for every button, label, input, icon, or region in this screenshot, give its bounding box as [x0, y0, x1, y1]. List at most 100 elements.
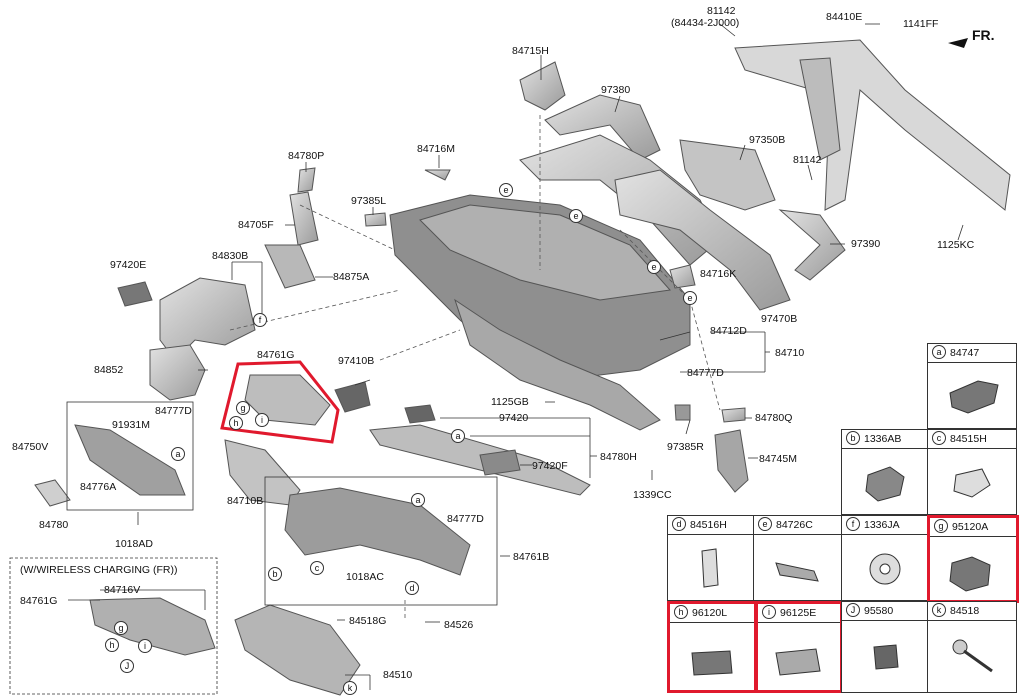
legend-letter: k — [932, 603, 946, 618]
label-84777d-right: 84777D — [687, 367, 724, 379]
legend-cell-f: f 1336JA — [841, 515, 929, 601]
label-1018ad: 1018AD — [115, 538, 153, 550]
label-97410b: 97410B — [338, 355, 375, 367]
label-84780p: 84780P — [288, 150, 325, 162]
wireless-charging-note: (W/WIRELESS CHARGING (FR)) — [20, 564, 178, 576]
legend-part-number: 95580 — [864, 605, 894, 617]
label-84780q: 84780Q — [755, 412, 793, 424]
label-1018ac: 1018AC — [346, 571, 384, 583]
label-84761g-wireless: 84761G — [20, 595, 58, 607]
legend-cell-i-highlighted: i 96125E — [755, 601, 843, 693]
callout-a-mid: a — [451, 429, 465, 443]
legend-cell-d: d 84516H — [667, 515, 755, 601]
legend-part-number: 84515H — [950, 433, 987, 445]
legend-letter: b — [846, 431, 860, 446]
label-1141ff: 1141FF — [903, 18, 939, 30]
legend-letter: g — [934, 519, 948, 534]
legend-letter: J — [846, 603, 860, 618]
callout-g: g — [236, 401, 250, 415]
callout-h-wireless: h — [105, 638, 119, 652]
label-91931m: 91931M — [112, 419, 150, 431]
callout-h: h — [229, 416, 243, 430]
callout-d: d — [405, 581, 419, 595]
label-97420e: 97420E — [110, 259, 147, 271]
legend-letter: i — [762, 605, 776, 620]
callout-e-3: e — [647, 260, 661, 274]
legend-cell-e: e 84726C — [753, 515, 843, 601]
legend-part-number: 84726C — [776, 519, 813, 531]
label-84712d: 84712D — [710, 325, 747, 337]
label-84777d-bottom: 84777D — [447, 513, 484, 525]
label-97420f: 97420F — [532, 460, 568, 472]
label-84710b: 84710B — [227, 495, 264, 507]
label-84518g: 84518G — [349, 615, 387, 627]
legend-part-number: 1336JA — [864, 519, 900, 531]
callout-g-wireless: g — [114, 621, 128, 635]
label-1125gb: 1125GB — [491, 396, 529, 408]
label-84875a: 84875A — [333, 271, 370, 283]
label-97385l: 97385L — [351, 195, 387, 207]
label-1339cc: 1339CC — [633, 489, 672, 501]
legend-letter: a — [932, 345, 946, 360]
legend-cell-b: b 1336AB — [841, 429, 929, 515]
label-84780: 84780 — [39, 519, 69, 531]
fr-direction-label: FR. — [972, 27, 995, 43]
callout-a-left: a — [171, 447, 185, 461]
legend-letter: e — [758, 517, 772, 532]
legend-cell-j: J 95580 — [841, 601, 929, 693]
label-84830b: 84830B — [212, 250, 249, 262]
callout-a-glove: a — [411, 493, 425, 507]
label-81142-top: 81142 — [707, 5, 736, 17]
callout-i: i — [255, 413, 269, 427]
legend-part-number: 84516H — [690, 519, 727, 531]
label-84777d-left: 84777D — [155, 405, 192, 417]
legend-cell-a: a 84747 — [927, 343, 1017, 429]
callout-c: c — [310, 561, 324, 575]
label-84410e: 84410E — [826, 11, 863, 23]
label-84852: 84852 — [94, 364, 124, 376]
legend-part-number: 95120A — [952, 521, 989, 533]
legend-part-number: 96120L — [692, 607, 728, 619]
callout-e-1: e — [499, 183, 513, 197]
label-1125kc: 1125KC — [937, 239, 975, 251]
label-84761b: 84761B — [513, 551, 550, 563]
legend-part-number: 84518 — [950, 605, 980, 617]
legend-part-number: 96125E — [780, 607, 817, 619]
legend-part-number: 1336AB — [864, 433, 902, 445]
label-81142-mid: 81142 — [793, 154, 822, 166]
label-84716v: 84716V — [104, 584, 141, 596]
legend-cell-g-highlighted: g 95120A — [927, 515, 1019, 603]
label-84750v: 84750V — [12, 441, 49, 453]
label-84716m: 84716M — [417, 143, 455, 155]
label-84776a: 84776A — [80, 481, 117, 493]
label-97390: 97390 — [851, 238, 881, 250]
legend-part-number: 84747 — [950, 347, 980, 359]
label-84716k: 84716K — [700, 268, 737, 280]
label-97470b: 97470B — [761, 313, 798, 325]
legend-letter: c — [932, 431, 946, 446]
callout-f: f — [253, 313, 267, 327]
callout-j-wireless: J — [120, 659, 134, 673]
label-84705f: 84705F — [238, 219, 274, 231]
label-84715h: 84715H — [512, 45, 549, 57]
legend-letter: d — [672, 517, 686, 532]
legend-cell-c: c 84515H — [927, 429, 1017, 515]
label-97420: 97420 — [499, 412, 529, 424]
callout-e-4: e — [683, 291, 697, 305]
label-97385r: 97385R — [667, 441, 704, 453]
legend-letter: h — [674, 605, 688, 620]
legend-cell-k: k 84518 — [927, 601, 1017, 693]
label-84745m: 84745M — [759, 453, 797, 465]
callout-k: k — [343, 681, 357, 695]
label-84780h: 84780H — [600, 451, 637, 463]
callout-e-2: e — [569, 209, 583, 223]
legend-letter: f — [846, 517, 860, 532]
callout-i-wireless: i — [138, 639, 152, 653]
label-84434-2j000: (84434-2J000) — [671, 17, 740, 29]
label-97380: 97380 — [601, 84, 631, 96]
label-84510: 84510 — [383, 669, 413, 681]
label-84761g: 84761G — [257, 349, 295, 361]
label-97350b: 97350B — [749, 134, 786, 146]
